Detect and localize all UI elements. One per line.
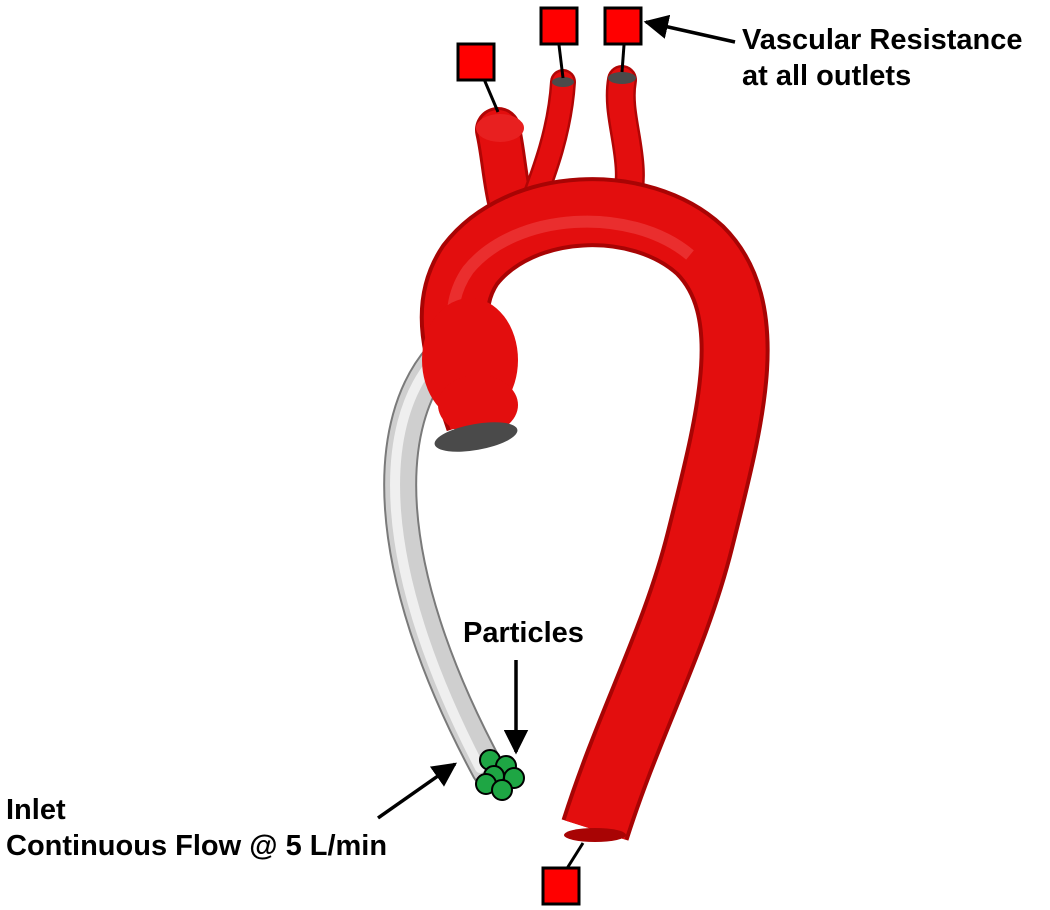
inlet-line-1: Inlet — [6, 794, 66, 826]
inlet-label: Inlet Continuous Flow @ 5 L/min — [6, 792, 387, 864]
arrow-icon — [643, 14, 736, 44]
descending-outlet-cap — [564, 828, 626, 842]
middle-branch-cap — [552, 77, 574, 87]
inlet-line-2: Continuous Flow @ 5 L/min — [6, 830, 388, 862]
cannula — [383, 340, 505, 787]
square-boundary-marker-icon — [541, 866, 581, 906]
vascular-resistance-line-2: at all outlets — [742, 60, 912, 92]
vascular-resistance-label: Vascular Resistance at all outlets — [742, 22, 1023, 94]
square-boundary-marker-icon — [603, 6, 643, 46]
square-boundary-marker-icon — [456, 42, 496, 82]
vascular-resistance-line-1: Vascular Resistance — [742, 24, 1023, 56]
right-branch-cap — [608, 72, 636, 84]
arrow-icon — [376, 762, 458, 820]
particle-cluster-icon — [475, 749, 525, 801]
particles-label: Particles — [463, 617, 584, 649]
aortic-root-outlet — [434, 422, 518, 452]
outlet-markers — [456, 6, 643, 906]
aorta — [419, 65, 770, 842]
square-boundary-marker-icon — [539, 6, 579, 46]
